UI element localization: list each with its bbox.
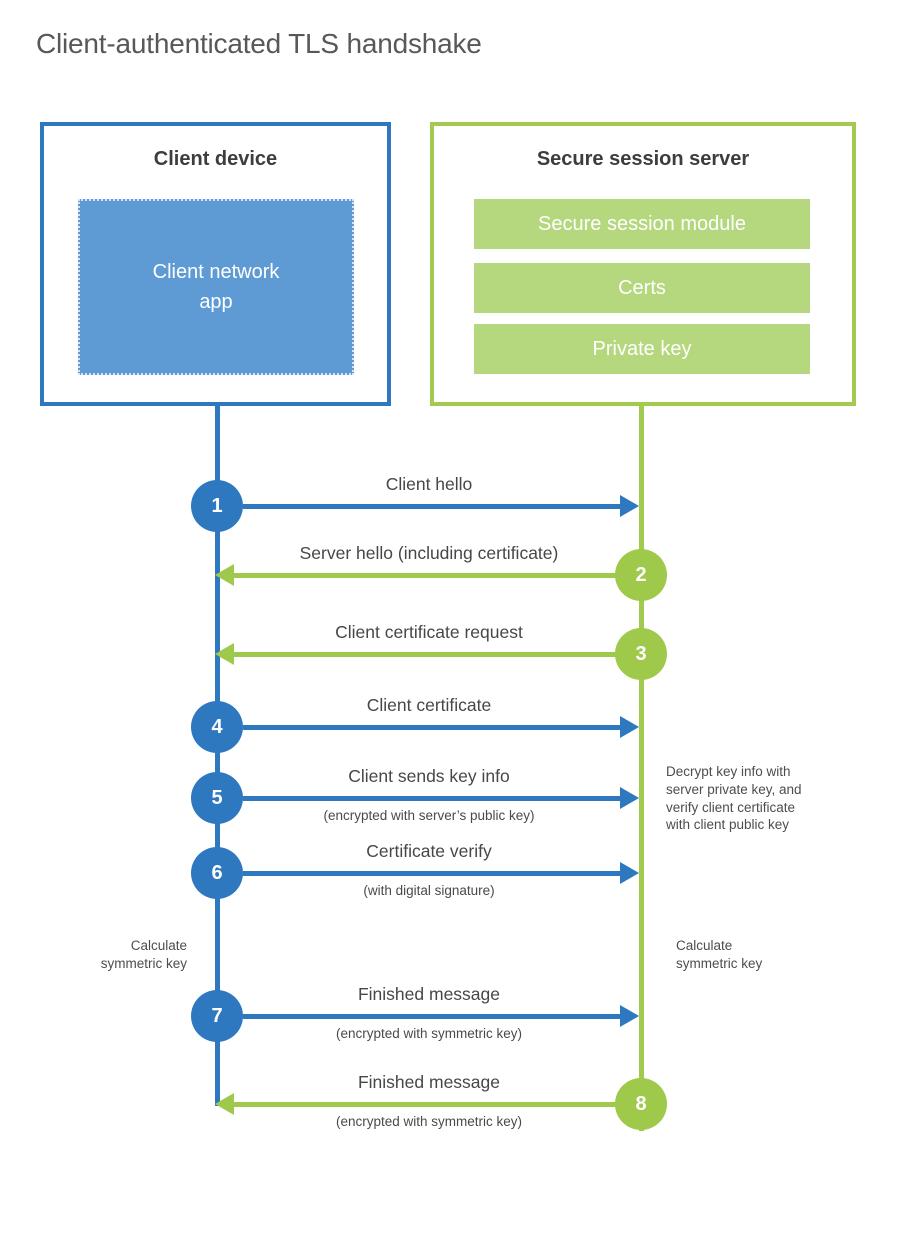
client-network-app-box: Client network app (78, 199, 354, 375)
step-number-badge: 7 (191, 990, 243, 1042)
arrowhead-right-icon (620, 1005, 639, 1027)
step-arrow-line (234, 573, 616, 578)
step-sublabel: (encrypted with symmetric key) (335, 1114, 523, 1129)
arrowhead-right-icon (620, 787, 639, 809)
step-number-badge: 8 (615, 1078, 667, 1130)
step-sublabel: (encrypted with server’s public key) (323, 808, 535, 823)
step-label: Client hello (385, 474, 473, 494)
server-module-bar-private-key: Private key (474, 324, 810, 374)
arrowhead-right-icon (620, 716, 639, 738)
step-number-badge: 2 (615, 549, 667, 601)
step-sublabel: (encrypted with symmetric key) (335, 1026, 523, 1041)
note-calculate-symmetric-key-client: Calculate symmetric key (100, 938, 187, 971)
client-lifeline (215, 406, 220, 1106)
note-calculate-symmetric-key-server: Calculate symmetric key (676, 938, 763, 971)
server-module-bar-certs: Certs (474, 263, 810, 313)
step-label: Server hello (including certificate) (299, 543, 559, 563)
step-arrow-line (243, 1014, 620, 1019)
step-label: Certificate verify (366, 841, 492, 861)
step-number-badge: 1 (191, 480, 243, 532)
client-device-box: Client device Client network app (40, 122, 391, 406)
step-label: Finished message (357, 984, 501, 1004)
client-device-title: Client device (153, 148, 278, 170)
step-label: Client certificate request (335, 622, 523, 642)
step-sublabel: (with digital signature) (363, 883, 495, 898)
step-arrow-line (243, 871, 620, 876)
server-lifeline (639, 406, 644, 1131)
step-arrow-line (234, 652, 616, 657)
step-number-badge: 4 (191, 701, 243, 753)
page-title: Client-authenticated TLS handshake (36, 28, 482, 59)
step-number-badge: 6 (191, 847, 243, 899)
arrowhead-right-icon (620, 495, 639, 517)
server-box: Secure session server Secure session mod… (430, 122, 856, 406)
arrowhead-left-icon (215, 1093, 234, 1115)
step-arrow-line (243, 725, 620, 730)
step-number-badge: 5 (191, 772, 243, 824)
server-title: Secure session server (536, 148, 750, 170)
step-arrow-line (234, 1102, 616, 1107)
arrowhead-left-icon (215, 564, 234, 586)
server-module-bar-secure-session: Secure session module (474, 199, 810, 249)
arrowhead-left-icon (215, 643, 234, 665)
step-arrow-line (243, 504, 620, 509)
arrowhead-right-icon (620, 862, 639, 884)
step-label: Client sends key info (348, 766, 510, 786)
step-label: Client certificate (366, 695, 492, 715)
step-number-badge: 3 (615, 628, 667, 680)
step-arrow-line (243, 796, 620, 801)
note-decrypt-key-info: Decrypt key info with server private key… (666, 764, 802, 833)
step-label: Finished message (357, 1072, 501, 1092)
